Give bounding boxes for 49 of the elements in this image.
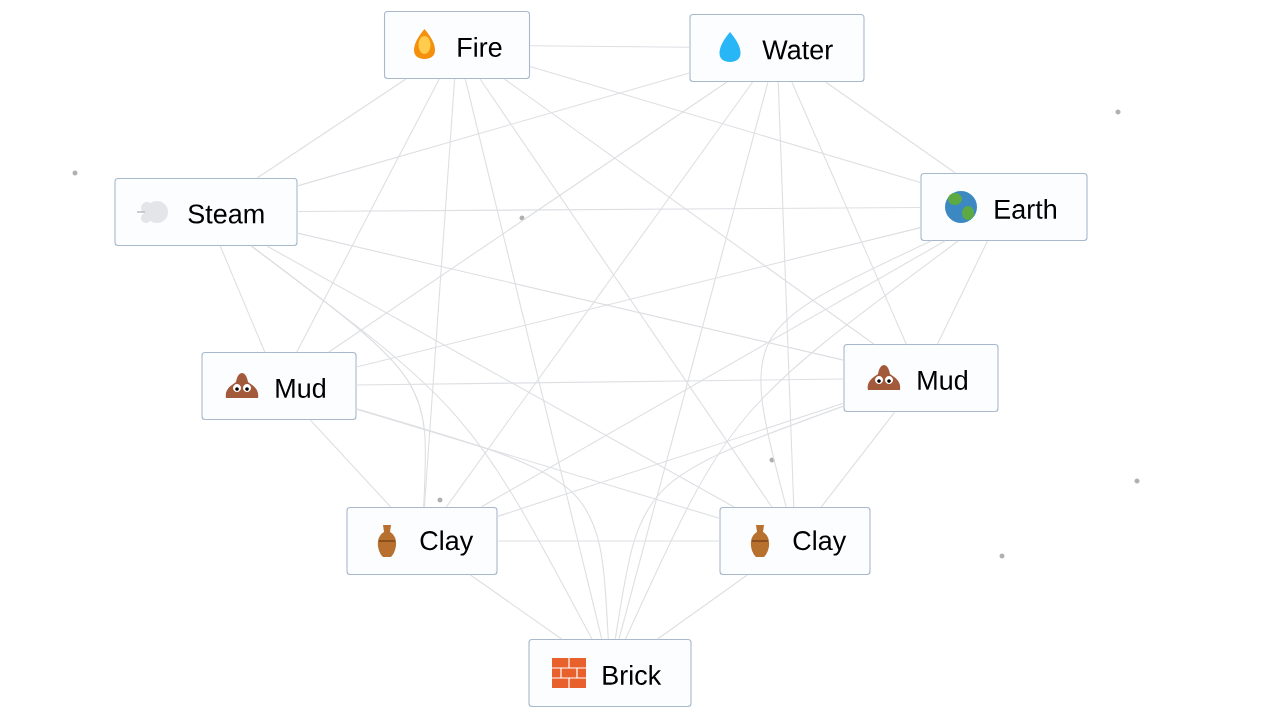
mud-icon — [225, 373, 259, 398]
item-box: Mud — [201, 351, 357, 421]
connector-line — [625, 240, 959, 640]
connector-line — [760, 240, 932, 508]
item-box: Brick — [528, 638, 692, 708]
connector-line — [297, 232, 844, 361]
connector-line — [266, 245, 735, 508]
mud-icon — [867, 365, 901, 390]
item-box: Mud — [843, 343, 999, 413]
item-box: Earth — [920, 172, 1088, 242]
drop-icon — [719, 32, 741, 62]
brick-icon — [551, 657, 587, 689]
connector-line — [445, 81, 754, 508]
connector-line — [356, 378, 844, 386]
connector-line — [464, 78, 603, 640]
globe-icon — [945, 191, 977, 223]
vase-icon — [377, 525, 397, 557]
connector-line — [503, 78, 875, 345]
connector-line — [657, 574, 748, 640]
connector-line — [328, 81, 728, 353]
connector-line — [614, 405, 844, 640]
connector-line — [297, 206, 921, 212]
connector-line — [825, 81, 956, 174]
connector-line — [479, 78, 773, 508]
connector-line — [356, 408, 720, 519]
connector-line — [777, 81, 795, 508]
connector-line — [219, 245, 266, 353]
connector-line — [309, 419, 392, 508]
item-box: Clay — [346, 506, 498, 576]
connector-line — [250, 245, 593, 640]
connector-line — [356, 408, 609, 640]
connector-line — [356, 227, 921, 368]
connector-line — [618, 81, 769, 640]
connector-line — [480, 240, 946, 508]
item-box: Fire — [383, 10, 531, 80]
vase-icon — [750, 525, 770, 557]
connector-line — [469, 574, 563, 640]
connector-line — [256, 78, 407, 179]
item-box: Clay — [719, 506, 871, 576]
item-box: Steam — [114, 177, 298, 247]
connector-line — [791, 81, 907, 345]
connector-line — [529, 66, 921, 183]
connector-line — [936, 240, 989, 345]
connector-line — [820, 411, 896, 508]
connector-line — [297, 72, 690, 187]
connector-line — [423, 78, 456, 508]
connector-line — [497, 402, 844, 517]
item-box: Water — [689, 13, 865, 83]
connector-line — [296, 78, 440, 353]
